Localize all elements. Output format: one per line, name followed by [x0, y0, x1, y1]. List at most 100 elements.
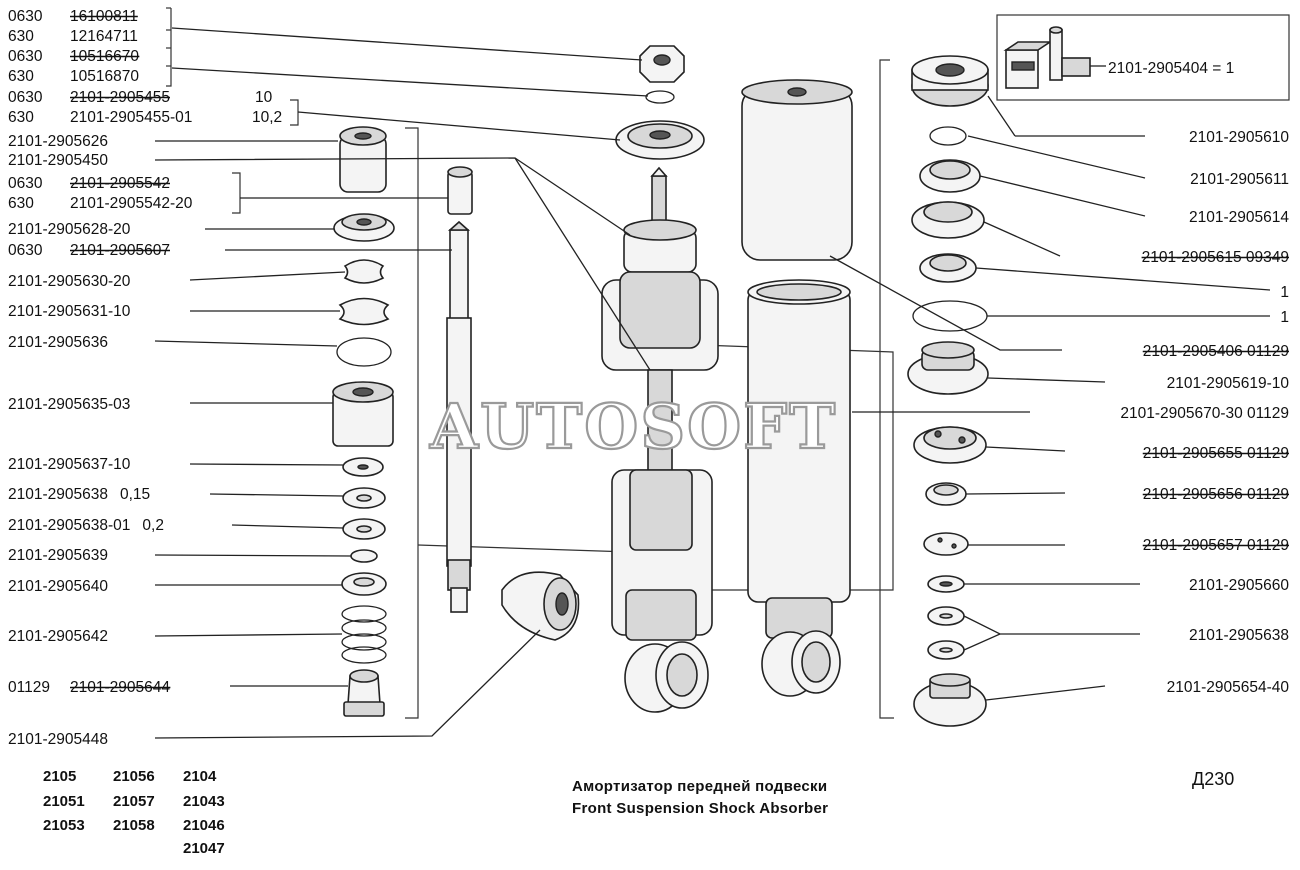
- left-label-row: 2101-2905637-10: [8, 456, 131, 473]
- right-label-row: 2101-2905654-40: [1167, 679, 1290, 696]
- right-label-row: 1: [1280, 309, 1289, 326]
- label-code: 630: [8, 109, 34, 126]
- label-part-number: 2101-2905611: [1190, 171, 1289, 188]
- model-number: 21058: [113, 817, 155, 834]
- right-label-row: 2101-2905657 01129: [1142, 537, 1289, 554]
- right-label-row: 2101-2905656 01129: [1142, 486, 1289, 503]
- right-part-labels: 2101-2905610 2101-2905611 2101-2905614 2101…: [1120, 129, 1289, 696]
- rod-parts: [446, 166, 580, 641]
- right-label-row: 2101-2905406 01129: [1142, 343, 1289, 360]
- label-part-number: 2101-2905619-10: [1167, 375, 1290, 392]
- label-part-number: 2101-2905638-01: [8, 517, 130, 534]
- label-code: 0630: [8, 89, 43, 106]
- right-label-row: 2101-2905670-30 01129: [1120, 405, 1289, 422]
- label-code: 0630: [8, 175, 43, 192]
- label-code: 01129: [8, 679, 50, 696]
- top-hardware: [615, 45, 705, 160]
- right-label-row: 2101-2905611: [1190, 171, 1289, 188]
- leader-lines: [154, 27, 1271, 739]
- label-code: 630: [8, 28, 34, 45]
- label-part-number: 2101-2905660: [1189, 577, 1289, 594]
- left-label-row: 2101-2905630-20: [8, 273, 131, 290]
- inset-part-label: 2101-2905404 = 1: [1108, 60, 1234, 77]
- label-part-number: 2101-2905626: [8, 133, 108, 150]
- left-label-row: 2101-2905631-10: [8, 303, 131, 320]
- left-label-row: 2101-2905635-03: [8, 396, 130, 413]
- label-part-number: 2101-2905635-03: [8, 396, 130, 413]
- left-label-row: 2101-2905639: [8, 547, 108, 564]
- label-part-number: 2101-2905455-01: [70, 109, 192, 126]
- label-part-number: 2101-2905638: [1189, 627, 1289, 644]
- left-label-row: 2101-2905638-01 0,2: [8, 517, 164, 534]
- label-part-number: 2101-2905450: [8, 152, 108, 169]
- left-label-row: 2101-2905448: [8, 731, 108, 748]
- label-part-number: 2101-2905640: [8, 578, 108, 595]
- left-label-row: 2101-2905450: [8, 152, 108, 169]
- label-part-number: 2101-2905631-10: [8, 303, 131, 320]
- label-part-number: 10516870: [70, 68, 139, 85]
- right-label-row: 2101-2905655 01129: [1142, 445, 1289, 462]
- right-label-row: 2101-2905610: [1189, 129, 1289, 146]
- label-part-number: 2101-2905636: [8, 334, 108, 351]
- left-label-row: 2101-2905628-20: [8, 221, 131, 238]
- left-label-row: 630 2101-2905542-20: [8, 195, 193, 212]
- label-part-number: 2101-2905639: [8, 547, 108, 564]
- label-code: 630: [8, 68, 34, 85]
- label-part-number: 2101-2905610: [1189, 129, 1289, 146]
- label-part-number: 2101-2905654-40: [1167, 679, 1290, 696]
- model-number: 21053: [43, 817, 85, 834]
- label-part-number: 2101-2905638: [8, 486, 108, 503]
- label-code: 630: [8, 195, 34, 212]
- left-label-row: 630 2101-2905455-01 10,2: [8, 109, 282, 126]
- label-code: 0630: [8, 242, 43, 259]
- left-label-row: 2101-2905626: [8, 133, 108, 150]
- label-part-number: 2101-2905542-20: [70, 195, 193, 212]
- inset-box: [996, 14, 1290, 101]
- caption-english: Front Suspension Shock Absorber: [572, 800, 828, 817]
- right-label-row: 2101-2905638: [1189, 627, 1289, 644]
- label-part-number: 2101-2905630-20: [8, 273, 131, 290]
- label-part-number: 2101-2905670-30 01129: [1120, 405, 1289, 422]
- label-quantity: 10,2: [252, 109, 282, 126]
- label-quantity: 0,2: [142, 517, 164, 534]
- left-label-row: 630 10516870: [8, 68, 139, 85]
- label-part-number: 2101-2905637-10: [8, 456, 131, 473]
- watermark-text: AUTOSOFT: [429, 390, 837, 463]
- shock-absorber-assembly: [601, 166, 719, 713]
- left-label-row: 2101-2905642: [8, 628, 108, 645]
- right-label-row: 2101-2905614: [1189, 209, 1289, 226]
- caption-russian: Амортизатор передней подвески: [572, 778, 827, 795]
- label-part-number: 2101-2905448: [8, 731, 108, 748]
- label-part-number: 1: [1280, 309, 1289, 326]
- right-label-row: 2101-2905615 09349: [1141, 249, 1289, 266]
- label-code: 0630: [8, 48, 43, 65]
- right-label-row: 2101-2905619-10: [1167, 375, 1290, 392]
- right-label-row: 2101-2905660: [1189, 577, 1289, 594]
- left-label-row: 2101-2905636: [8, 334, 108, 351]
- label-part-number: 2101-2905614: [1189, 209, 1289, 226]
- label-code: 0630: [8, 8, 43, 25]
- right-parts: [907, 55, 989, 727]
- outer-tubes: [741, 79, 853, 697]
- label-quantity: 10: [255, 89, 273, 106]
- model-number: 21057: [113, 793, 155, 810]
- model-number: 21043: [183, 793, 225, 810]
- model-number: 2105: [43, 768, 76, 785]
- model-number: 21046: [183, 817, 225, 834]
- right-label-row: 1: [1280, 284, 1289, 301]
- model-number: 21056: [113, 768, 155, 785]
- model-number: 2104: [183, 768, 217, 785]
- sheet-code: Д230: [1192, 769, 1234, 789]
